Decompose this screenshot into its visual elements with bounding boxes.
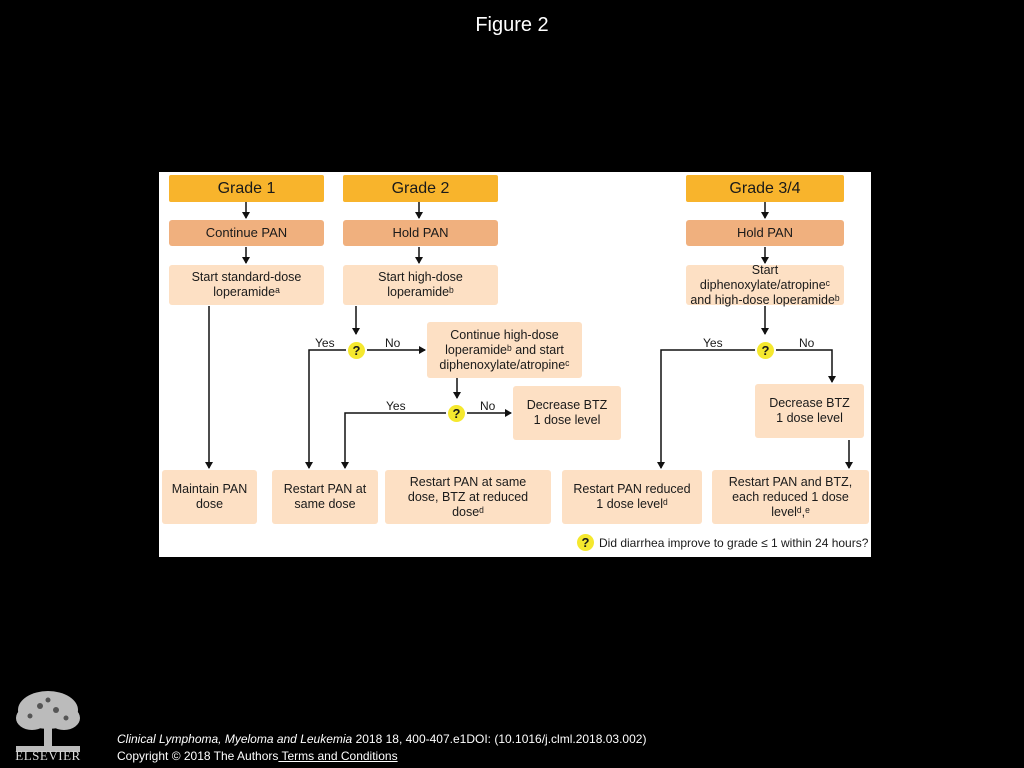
citation-details: 2018 18, 400-407.e1DOI: (10.1016/j.clml.… bbox=[352, 732, 647, 746]
elsevier-tree-logo bbox=[16, 691, 80, 752]
legend-question-icon: ? bbox=[577, 534, 594, 551]
continue-pan-box: Continue PAN bbox=[169, 220, 324, 246]
legend-text: Did diarrhea improve to grade ≤ 1 within… bbox=[599, 536, 869, 550]
branch-no-label-2: No bbox=[480, 399, 496, 413]
restart-pan-reduced-box: Restart PAN reduced 1 dose levelᵈ bbox=[562, 470, 702, 524]
branch-no-label-1: No bbox=[385, 336, 401, 350]
elsevier-logo-text: ELSEVIER bbox=[15, 748, 81, 763]
grade-1-header: Grade 1 bbox=[169, 175, 324, 202]
copyright-text: Copyright © 2018 The Authors bbox=[117, 749, 279, 763]
flowchart-arrows bbox=[205, 202, 853, 469]
high-dose-loperamide-box: Start high-dose loperamideᵇ bbox=[343, 265, 498, 305]
branch-yes-label-2: Yes bbox=[386, 399, 406, 413]
diphenoxylate-loperamide-box: Start diphenoxylate/atropineᶜ and high-d… bbox=[686, 263, 844, 307]
copyright-line: Copyright © 2018 The Authors Terms and C… bbox=[117, 748, 646, 765]
restart-pan-btz-reduced-box: Restart PAN at same dose, BTZ at reduced… bbox=[385, 470, 551, 524]
hold-pan-box-grade2: Hold PAN bbox=[343, 220, 498, 246]
flowchart-panel: Grade 1 Grade 2 Grade 3/4 Continue PAN H… bbox=[159, 172, 871, 557]
journal-name: Clinical Lymphoma, Myeloma and Leukemia bbox=[117, 732, 353, 746]
terms-and-conditions-link[interactable]: Terms and Conditions bbox=[278, 749, 398, 763]
arrow-q1-yes bbox=[305, 349, 346, 469]
decision-question-icon-2: ? bbox=[448, 405, 465, 422]
figure-title: Figure 2 bbox=[475, 14, 549, 36]
branch-no-label-3: No bbox=[799, 336, 815, 350]
restart-pan-same-dose-box: Restart PAN at same dose bbox=[272, 470, 378, 524]
citation-line: Clinical Lymphoma, Myeloma and Leukemia … bbox=[117, 731, 646, 748]
arrow-q3-yes bbox=[657, 349, 755, 469]
decision-question-icon-1: ? bbox=[348, 342, 365, 359]
hold-pan-box-grade34: Hold PAN bbox=[686, 220, 844, 246]
continue-high-dose-box: Continue high-dose loperamideᵇ and start… bbox=[427, 322, 582, 378]
grade-2-header: Grade 2 bbox=[343, 175, 498, 202]
branch-yes-label-1: Yes bbox=[315, 336, 335, 350]
decrease-btz-box-grade34: Decrease BTZ 1 dose level bbox=[755, 384, 864, 438]
restart-pan-btz-both-reduced-box: Restart PAN and BTZ, each reduced 1 dose… bbox=[712, 470, 869, 524]
decision-question-icon-3: ? bbox=[757, 342, 774, 359]
decrease-btz-box-grade2: Decrease BTZ 1 dose level bbox=[513, 386, 621, 440]
grade-34-header: Grade 3/4 bbox=[686, 175, 844, 202]
standard-dose-loperamide-box: Start standard-dose loperamideᵃ bbox=[169, 265, 324, 305]
citation-footer: Clinical Lymphoma, Myeloma and Leukemia … bbox=[117, 731, 646, 765]
arrow-q3-no bbox=[776, 349, 836, 383]
branch-yes-label-3: Yes bbox=[703, 336, 723, 350]
maintain-pan-dose-box: Maintain PAN dose bbox=[162, 470, 257, 524]
arrow-q2-yes bbox=[341, 412, 446, 469]
